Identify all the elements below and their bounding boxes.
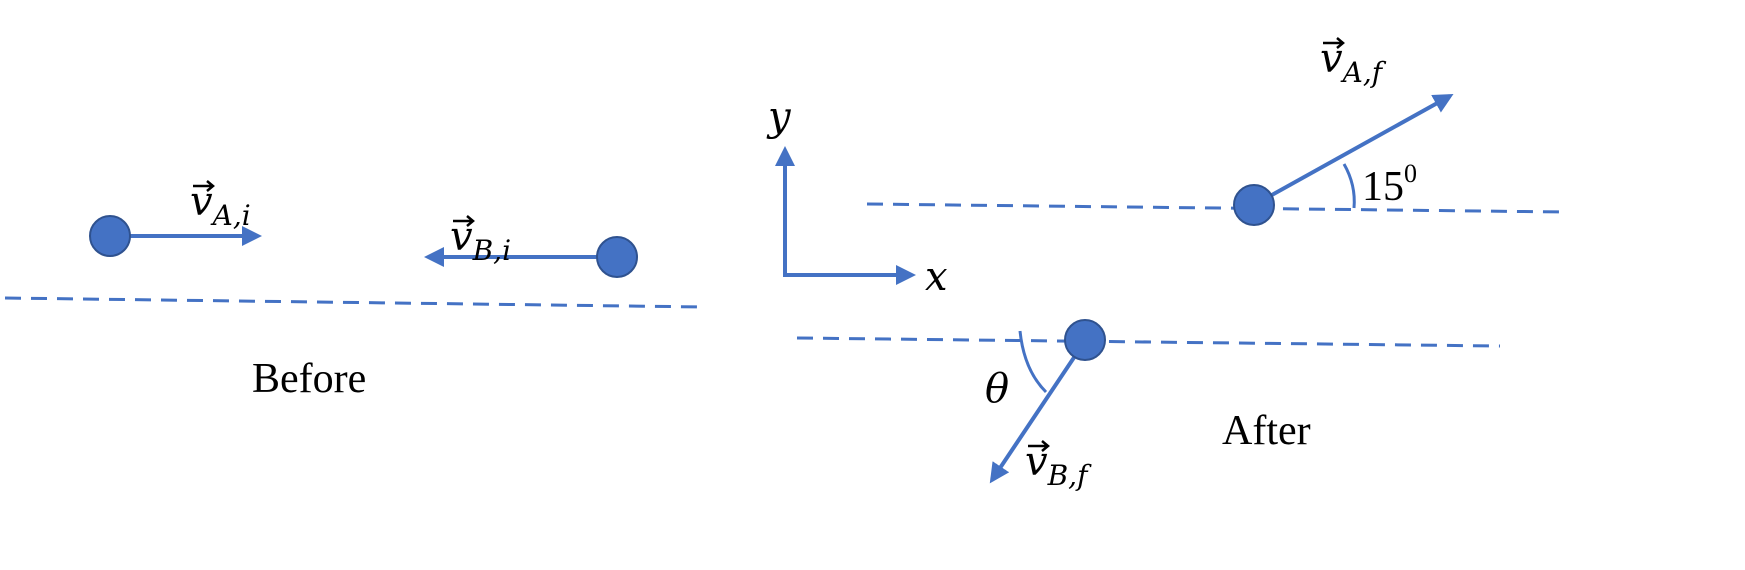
after-caption: After	[1222, 408, 1311, 454]
vector-arrow-icon	[1323, 37, 1345, 49]
velocity-b-final-label: vB,f	[1025, 439, 1092, 492]
ball-b-after	[1064, 319, 1106, 361]
angle-arc-a	[1342, 163, 1356, 209]
velocity-b-initial-label: vB,i	[450, 214, 511, 267]
vector-arrow-icon	[1028, 440, 1050, 452]
ball-b-before	[596, 236, 638, 278]
after-reference-line-a	[866, 202, 1566, 214]
angle-a-label: 150	[1362, 159, 1417, 210]
velocity-b-final-arrow	[989, 354, 1077, 484]
before-caption: Before	[252, 356, 366, 402]
velocity-a-final-label: vA,f	[1320, 36, 1387, 89]
x-axis-label: x	[925, 254, 948, 300]
angle-b-label: θ	[985, 366, 1009, 412]
ball-a-before	[89, 215, 131, 257]
angle-arc-b	[1018, 330, 1048, 394]
velocity-a-initial-label: vA,i	[190, 179, 251, 232]
ball-a-after	[1233, 184, 1275, 226]
vector-arrow-icon	[193, 180, 215, 192]
velocity-a-final-arrow	[1269, 94, 1454, 198]
y-axis-label: y	[766, 94, 792, 140]
before-reference-line	[4, 296, 706, 309]
vector-arrow-icon	[453, 215, 475, 227]
after-reference-line-b	[796, 336, 1501, 348]
